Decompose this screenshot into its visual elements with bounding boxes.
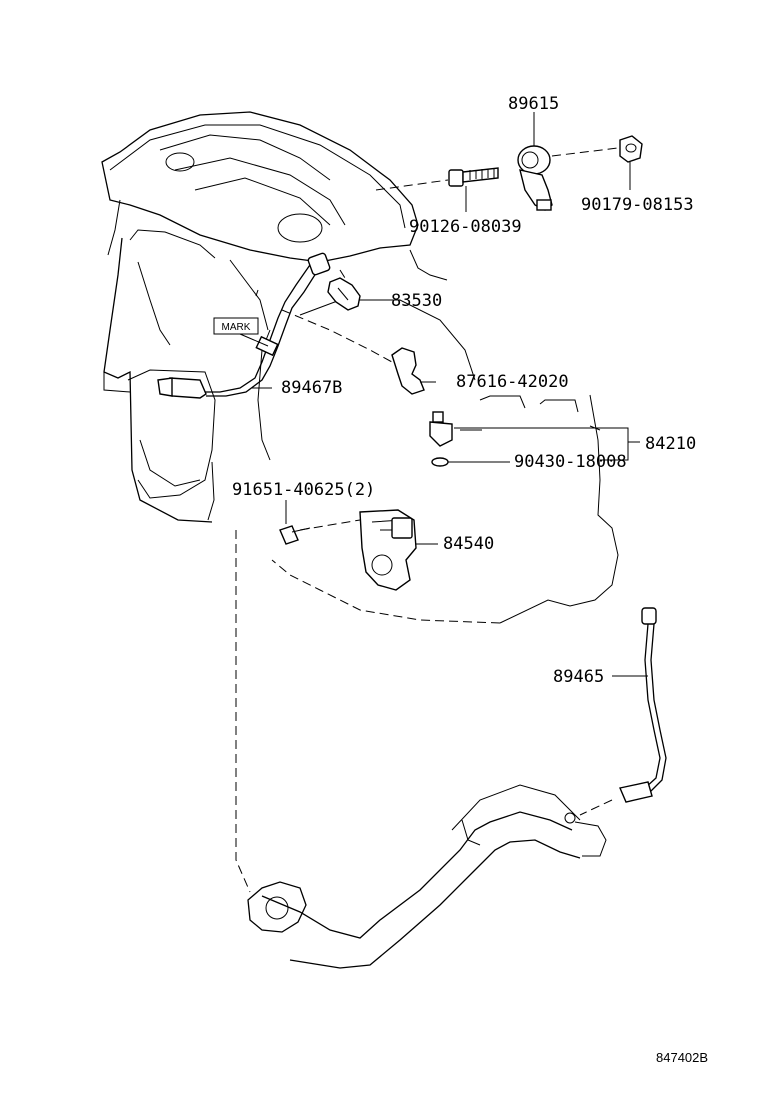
oil-pressure-switch-part bbox=[327, 277, 361, 311]
exhaust-pipe bbox=[235, 530, 607, 969]
engine-block bbox=[101, 111, 619, 624]
leader-lines bbox=[252, 112, 648, 677]
mark-tag-label: MARK bbox=[222, 322, 251, 333]
label-84210: 84210 bbox=[645, 434, 696, 454]
label-83530: 83530 bbox=[391, 291, 442, 311]
lower-oxygen-sensor-part bbox=[579, 607, 667, 816]
mark-tag: MARK bbox=[213, 317, 269, 347]
figure-id: 847402B bbox=[656, 1050, 708, 1065]
knock-sensor-part bbox=[517, 145, 553, 211]
label-89467B: 89467B bbox=[281, 378, 342, 398]
gasket-part bbox=[431, 457, 449, 467]
neutral-switch-part bbox=[359, 509, 417, 591]
clamp-part bbox=[391, 347, 425, 395]
label-91651-40625: 91651-40625(2) bbox=[232, 480, 375, 500]
label-84540: 84540 bbox=[443, 534, 494, 554]
label-90179-08153: 90179-08153 bbox=[581, 195, 694, 215]
knock-stud-part bbox=[448, 167, 499, 187]
label-89615: 89615 bbox=[508, 94, 559, 114]
label-87616-42020: 87616-42020 bbox=[456, 372, 569, 392]
speed-sensor-part bbox=[429, 411, 453, 447]
label-89465: 89465 bbox=[553, 667, 604, 687]
knock-nut-part bbox=[619, 135, 643, 163]
label-90430-18008: 90430-18008 bbox=[514, 452, 627, 472]
label-90126-08039: 90126-08039 bbox=[409, 217, 522, 237]
